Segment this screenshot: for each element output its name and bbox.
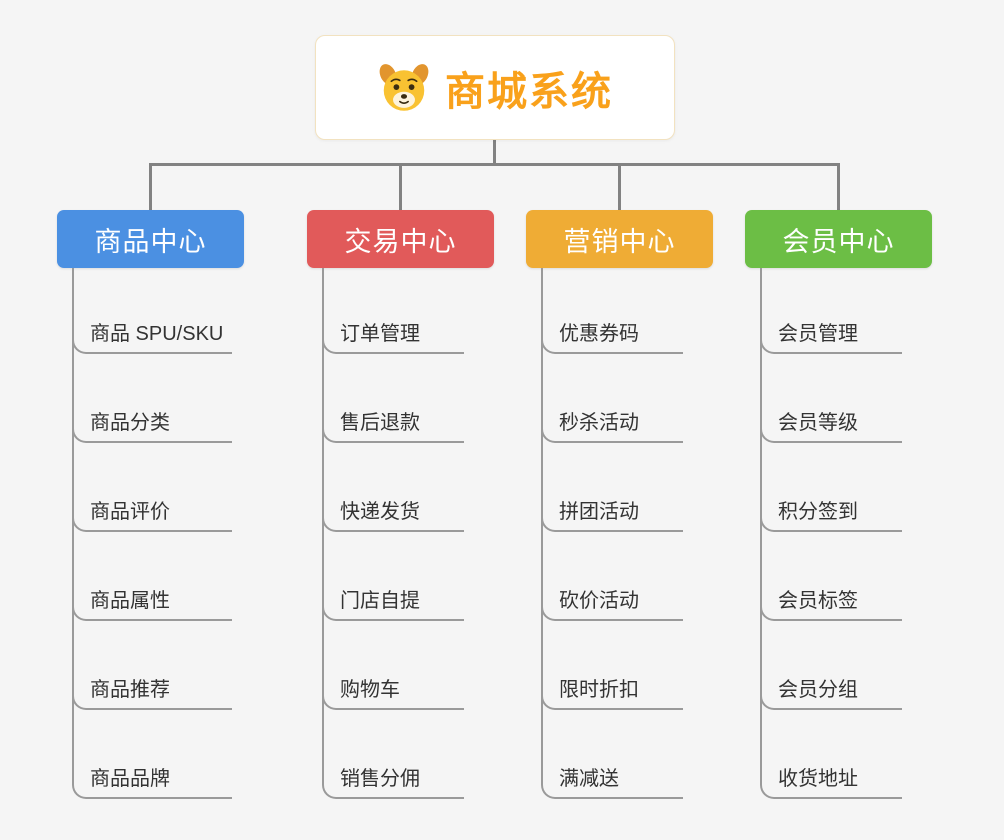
child-label: 会员分组 <box>778 679 858 701</box>
root-label: 商城系统 <box>445 69 613 114</box>
connector-trunk <box>149 163 839 166</box>
branch-column-4: 会员中心 会员管理 会员等级 积分签到 会员标签 会员分组 收货地址 <box>745 210 932 810</box>
connector-root-stub <box>493 140 496 165</box>
child-label: 积分签到 <box>778 501 858 523</box>
connector-drop-3 <box>618 163 621 210</box>
branch-node[interactable]: 交易中心 <box>307 210 494 268</box>
branch-label: 营销中心 <box>563 226 676 257</box>
child-label: 售后退款 <box>340 412 420 434</box>
child-label: 限时折扣 <box>559 679 639 701</box>
child-node[interactable]: 商品品牌 <box>72 268 232 799</box>
branch-label: 交易中心 <box>344 226 457 257</box>
child-label: 快递发货 <box>340 501 420 523</box>
branch-column-2: 交易中心 订单管理 售后退款 快递发货 门店自提 购物车 销售分佣 <box>307 210 494 810</box>
branch-column-1: 商品中心 商品 SPU/SKU 商品分类 商品评价 商品属性 商品推荐 商品品牌 <box>57 210 244 810</box>
branch-label: 会员中心 <box>782 226 895 257</box>
child-label: 商品属性 <box>90 590 170 612</box>
connector-drop-1 <box>149 163 152 210</box>
child-label: 拼团活动 <box>559 501 639 523</box>
child-label: 收货地址 <box>778 768 858 790</box>
child-node[interactable]: 满减送 <box>541 268 683 799</box>
child-label: 商品评价 <box>90 501 170 523</box>
branch-label: 商品中心 <box>94 226 207 257</box>
child-label: 秒杀活动 <box>559 412 639 434</box>
connector-drop-4 <box>837 163 840 210</box>
child-label: 购物车 <box>340 679 400 701</box>
branch-node[interactable]: 营销中心 <box>526 210 713 268</box>
child-label: 商品分类 <box>90 412 170 434</box>
branch-node[interactable]: 会员中心 <box>745 210 932 268</box>
child-label: 砍价活动 <box>559 590 639 612</box>
child-label: 满减送 <box>559 768 619 790</box>
child-label: 门店自提 <box>340 590 420 612</box>
branch-node[interactable]: 商品中心 <box>57 210 244 268</box>
child-label: 优惠券码 <box>559 323 639 345</box>
branch-column-3: 营销中心 优惠券码 秒杀活动 拼团活动 砍价活动 限时折扣 满减送 <box>526 210 713 810</box>
child-label: 商品 SPU/SKU <box>90 323 224 345</box>
child-node[interactable]: 销售分佣 <box>322 268 464 799</box>
connector-drop-2 <box>399 163 402 210</box>
child-label: 订单管理 <box>340 323 420 345</box>
dog-face-icon <box>377 61 431 115</box>
child-node[interactable]: 收货地址 <box>760 268 902 799</box>
child-label: 会员管理 <box>778 323 858 345</box>
child-label: 会员标签 <box>778 590 858 612</box>
root-node[interactable]: 商城系统 <box>315 35 675 140</box>
child-label: 销售分佣 <box>340 768 420 790</box>
child-label: 会员等级 <box>778 412 858 434</box>
child-label: 商品品牌 <box>90 768 170 790</box>
child-label: 商品推荐 <box>90 679 170 701</box>
